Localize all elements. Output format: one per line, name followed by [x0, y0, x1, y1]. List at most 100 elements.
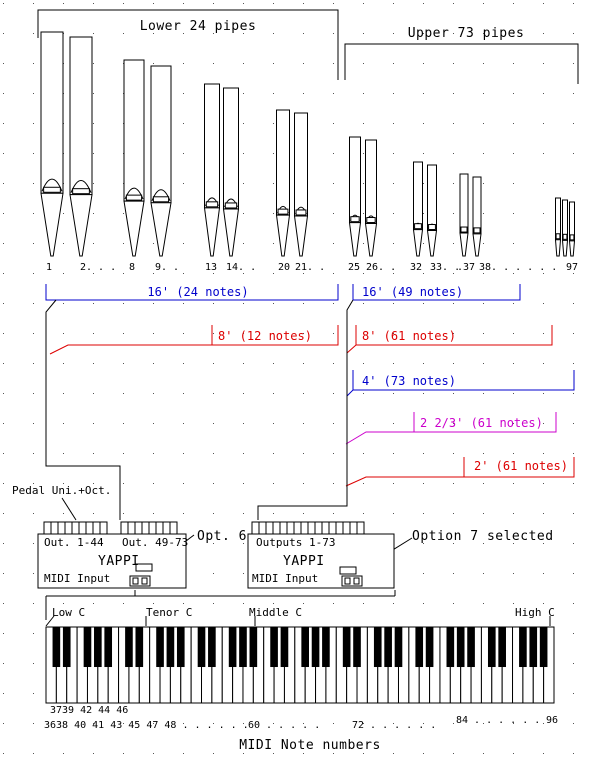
grid-dot — [543, 153, 544, 154]
grid-dot — [363, 753, 364, 754]
grid-dot — [303, 453, 304, 454]
grid-dot — [33, 183, 34, 184]
grid-dot — [573, 393, 574, 394]
grid-dot — [423, 123, 424, 124]
option-jumper-right — [341, 575, 363, 587]
grid-dot — [93, 363, 94, 364]
grid-dot — [393, 513, 394, 514]
grid-dot — [3, 123, 4, 124]
organ-pipe — [459, 173, 469, 257]
grid-dot — [453, 63, 454, 64]
grid-dot — [183, 153, 184, 154]
grid-dot — [273, 333, 274, 334]
grid-dot — [3, 33, 4, 34]
grid-dot — [513, 303, 514, 304]
black-key — [270, 626, 278, 668]
grid-dot — [213, 753, 214, 754]
grid-dot — [63, 303, 64, 304]
grid-dot — [63, 333, 64, 334]
upper-pipes-title: Upper 73 pipes — [408, 26, 525, 41]
grid-dot — [3, 633, 4, 634]
high-c-label: High C — [515, 606, 555, 619]
grid-dot — [423, 393, 424, 394]
grid-dot — [63, 3, 64, 4]
grid-dot — [303, 513, 304, 514]
grid-dot — [393, 33, 394, 34]
grid-dot — [33, 63, 34, 64]
rank-8-upper-label: 8' (61 notes) — [362, 329, 456, 343]
organ-pipe — [568, 201, 576, 257]
grid-dot — [573, 3, 574, 4]
grid-dot — [453, 603, 454, 604]
pipe-number-9: 9. . — [155, 262, 179, 273]
pipe-number-97: 97 — [566, 262, 578, 273]
pipe-body — [459, 173, 469, 234]
black-key — [104, 626, 113, 668]
grid-dot — [483, 603, 484, 604]
grid-dot — [213, 483, 214, 484]
pipe-body — [40, 31, 64, 194]
connector-pin — [78, 521, 87, 535]
grid-dot — [63, 393, 64, 394]
grid-dot — [483, 753, 484, 754]
pipe-number-1: 1 — [46, 262, 52, 273]
connector-pin — [258, 521, 267, 535]
grid-dot — [483, 483, 484, 484]
grid-dot — [33, 33, 34, 34]
grid-dot — [63, 243, 64, 244]
grid-dot — [63, 513, 64, 514]
pipe-foot — [459, 232, 469, 257]
grid-dot — [93, 123, 94, 124]
organ-pipe — [472, 176, 482, 257]
grid-dot — [33, 693, 34, 694]
grid-dot — [123, 333, 124, 334]
grid-dot — [63, 423, 64, 424]
grid-dot — [483, 183, 484, 184]
grid-dot — [183, 453, 184, 454]
grid-dot — [273, 243, 274, 244]
grid-dot — [453, 423, 454, 424]
grid-dot — [183, 63, 184, 64]
organ-pipe — [348, 136, 362, 257]
grid-dot — [243, 543, 244, 544]
grid-dot — [453, 453, 454, 454]
grid-dot — [303, 753, 304, 754]
pipe-foot — [203, 207, 221, 257]
connector-pin — [43, 521, 52, 535]
connector-pin — [120, 521, 129, 535]
grid-dot — [183, 243, 184, 244]
grid-dot — [153, 363, 154, 364]
grid-dot — [3, 333, 4, 334]
grid-dot — [243, 513, 244, 514]
rank-16-upper-label: 16' (49 notes) — [362, 285, 463, 299]
grid-dot — [423, 483, 424, 484]
grid-dot — [363, 273, 364, 274]
grid-dot — [393, 183, 394, 184]
grid-dot — [93, 513, 94, 514]
connector-pin — [342, 521, 351, 535]
grid-dot — [453, 123, 454, 124]
black-key — [249, 626, 258, 668]
connector-pin — [169, 521, 178, 535]
pipe-foot — [69, 194, 93, 257]
grid-dot — [243, 483, 244, 484]
yappi-board-left — [37, 533, 187, 589]
grid-dot — [303, 93, 304, 94]
pipe-foot — [412, 229, 424, 257]
rank-16-lower — [45, 284, 339, 301]
connector-pin — [356, 521, 365, 535]
grid-dot — [213, 333, 214, 334]
grid-dot — [33, 393, 34, 394]
grid-dot — [33, 453, 34, 454]
grid-dot — [33, 93, 34, 94]
grid-dot — [213, 423, 214, 424]
grid-dot — [63, 603, 64, 604]
grid-dot — [273, 513, 274, 514]
grid-dot — [153, 243, 154, 244]
grid-dot — [63, 753, 64, 754]
grid-dot — [303, 363, 304, 364]
grid-dot — [513, 573, 514, 574]
right-board-out: Outputs 1-73 — [256, 536, 335, 549]
option-switch-right — [339, 566, 357, 575]
